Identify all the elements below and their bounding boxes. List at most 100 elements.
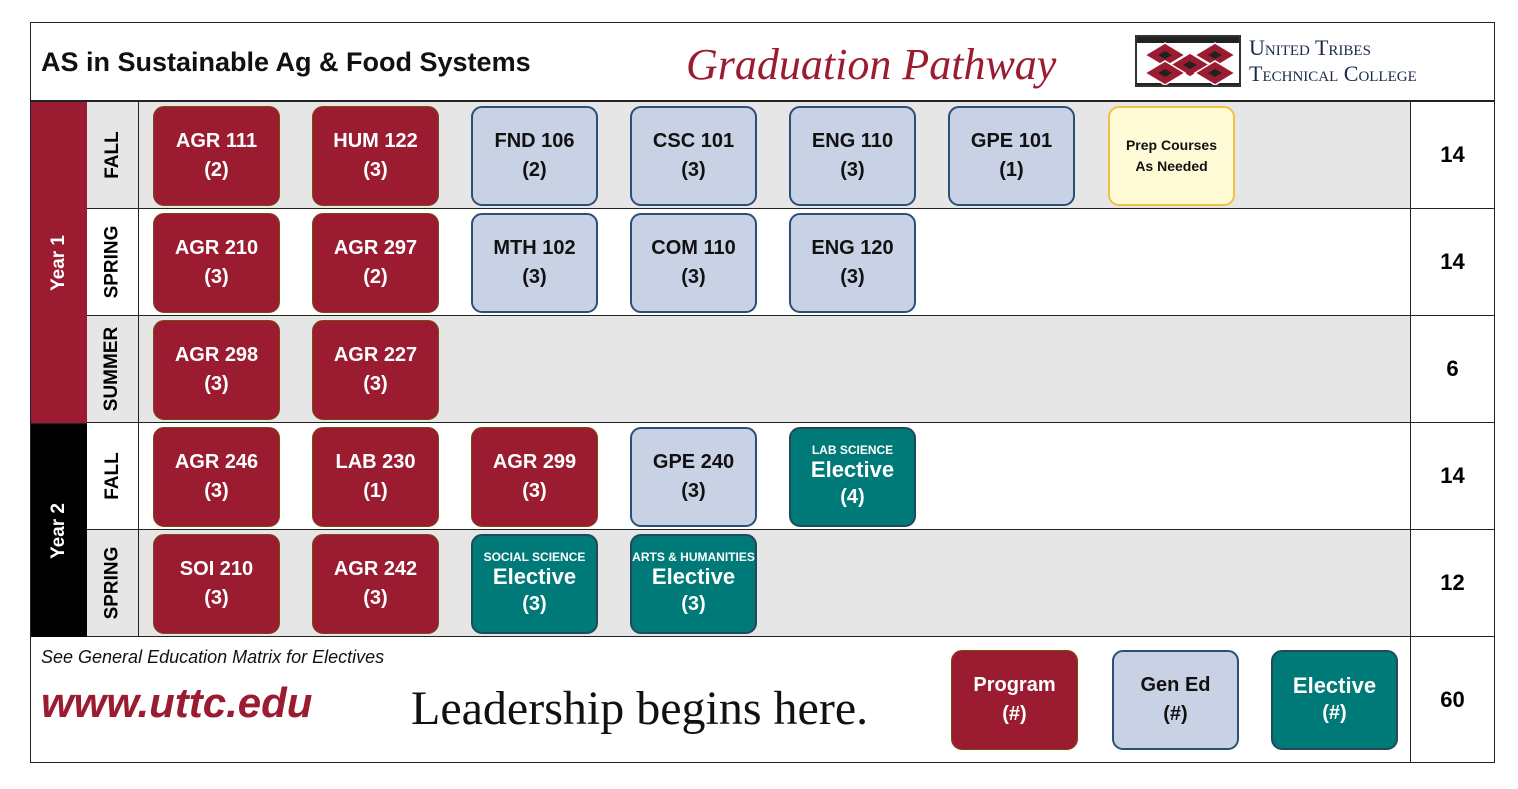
- term-label: SPRING: [87, 209, 139, 315]
- course-box: ENG 120 (3): [789, 213, 916, 313]
- legend-elective: Elective (#): [1271, 650, 1398, 750]
- term-total-credits: 14: [1410, 209, 1494, 316]
- course-credits: (3): [522, 592, 547, 615]
- course-code: Elective: [651, 563, 736, 589]
- course-code: ENG 110: [811, 130, 894, 152]
- course-credits: (3): [840, 159, 865, 181]
- course-box: HUM 122 (3): [312, 106, 439, 206]
- course-code: GPE 101: [970, 130, 1053, 152]
- course-box: FND 106 (2): [471, 106, 598, 206]
- graduation-pathway-heading: Graduation Pathway: [686, 40, 1057, 89]
- course-credits: As Needed: [1135, 158, 1208, 174]
- course-credits: (4): [840, 485, 865, 508]
- term-row: SUMMER: [87, 316, 1410, 423]
- course-credits: (3): [681, 159, 706, 181]
- tagline: Leadership begins here.: [411, 682, 869, 735]
- year-2-label: Year 2: [31, 423, 87, 637]
- course-box: AGR 297(2): [312, 213, 439, 313]
- term-label: SPRING: [87, 530, 139, 636]
- course-credits: (1): [363, 480, 388, 502]
- course-code: AGR 227: [333, 344, 418, 366]
- course-code: SOI 210: [179, 558, 254, 580]
- course-credits: (3): [204, 373, 229, 395]
- course-box: AGR 227 (3): [312, 320, 439, 420]
- course-code: LAB 230: [335, 451, 416, 473]
- term-total-credits: 14: [1410, 102, 1494, 209]
- course-code: Prep Courses: [1125, 137, 1218, 153]
- term-label: FALL: [87, 423, 139, 529]
- term-total-credits: 12: [1410, 530, 1494, 637]
- term-label: FALL: [87, 102, 139, 208]
- course-credits: (3): [681, 480, 706, 502]
- course-credits: (2): [363, 266, 388, 288]
- course-code: Elective: [810, 456, 895, 482]
- term-row: SPRING: [87, 209, 1410, 316]
- course-credits: (3): [204, 480, 229, 502]
- college-name-line1: United Tribes: [1249, 35, 1371, 60]
- course-credits: (3): [522, 266, 547, 288]
- college-name-line2: Technical College: [1249, 61, 1417, 86]
- course-box: AGR 299 (3): [471, 427, 598, 527]
- course-code: AGR 299: [492, 451, 577, 473]
- course-code: GPE 240: [652, 451, 735, 473]
- course-box: AGR 246 (3): [153, 427, 280, 527]
- course-box: COM 110 (3): [630, 213, 757, 313]
- course-code: AGR 111: [175, 130, 258, 152]
- website-link[interactable]: www.uttc.edu: [41, 679, 313, 726]
- course-credits: (3): [681, 592, 706, 615]
- course-code: Program: [973, 674, 1056, 696]
- year-1-label: Year 1: [31, 102, 87, 423]
- course-box: AGR 242 (3): [312, 534, 439, 634]
- course-credits: (3): [522, 480, 547, 502]
- course-code: COM 110: [651, 237, 736, 259]
- course-category: LAB SCIENCE: [811, 442, 894, 457]
- course-box: MTH 102 (3): [471, 213, 598, 313]
- course-box: CSC 101 (3): [630, 106, 757, 206]
- footer: See General Education Matrix for Electiv…: [31, 637, 1494, 762]
- prep-courses-box: Prep Courses As Needed: [1108, 106, 1235, 206]
- course-credits: (1): [999, 159, 1024, 181]
- course-code: CSC 101: [652, 130, 735, 152]
- course-box: AGR 298 (3): [153, 320, 280, 420]
- legend-program: Program (#): [951, 650, 1078, 750]
- legend-gened: Gen Ed (#): [1112, 650, 1239, 750]
- header: AS in Sustainable Ag & Food Systems Grad…: [31, 23, 1494, 102]
- course-credits: (#): [1163, 703, 1188, 725]
- course-box: GPE 240 (3): [630, 427, 757, 527]
- course-credits: (2): [204, 159, 229, 181]
- course-box: LAB 230 (1): [312, 427, 439, 527]
- course-credits: (3): [681, 266, 706, 288]
- course-code: HUM 122: [333, 130, 418, 152]
- uttc-logo-icon: [1135, 35, 1241, 87]
- course-credits: (3): [204, 587, 229, 609]
- course-code: Elective: [1292, 672, 1377, 698]
- course-code: FND 106: [494, 130, 575, 152]
- course-credits: (3): [363, 159, 388, 181]
- course-code: MTH 102: [493, 237, 576, 259]
- course-code: AGR 210: [174, 237, 259, 259]
- course-credits: (#): [1322, 701, 1347, 724]
- course-credits: (2): [522, 159, 547, 181]
- course-code: Elective: [492, 563, 577, 589]
- course-credits: (3): [840, 266, 865, 288]
- course-category: ARTS & HUMANITIES: [632, 549, 755, 564]
- course-code: ENG 120: [811, 237, 894, 259]
- term-row: FALL: [87, 423, 1410, 530]
- course-box: AGR 111 (2): [153, 106, 280, 206]
- course-credits: (3): [363, 373, 388, 395]
- course-code: AGR 246: [174, 451, 259, 473]
- term-total-credits: 14: [1410, 423, 1494, 530]
- course-credits: (3): [363, 587, 388, 609]
- course-category: SOCIAL SCIENCE: [483, 549, 586, 564]
- course-code: AGR 298: [174, 344, 259, 366]
- course-code: AGR 242: [333, 558, 418, 580]
- term-total-credits: 6: [1410, 316, 1494, 423]
- pathway-chart: AS in Sustainable Ag & Food Systems Grad…: [30, 22, 1495, 763]
- course-credits: (#): [1002, 703, 1027, 725]
- course-box: AGR 210 (3): [153, 213, 280, 313]
- course-credits: (3): [204, 266, 229, 288]
- total-credits: 60: [1410, 637, 1494, 762]
- course-code: Gen Ed: [1140, 674, 1211, 696]
